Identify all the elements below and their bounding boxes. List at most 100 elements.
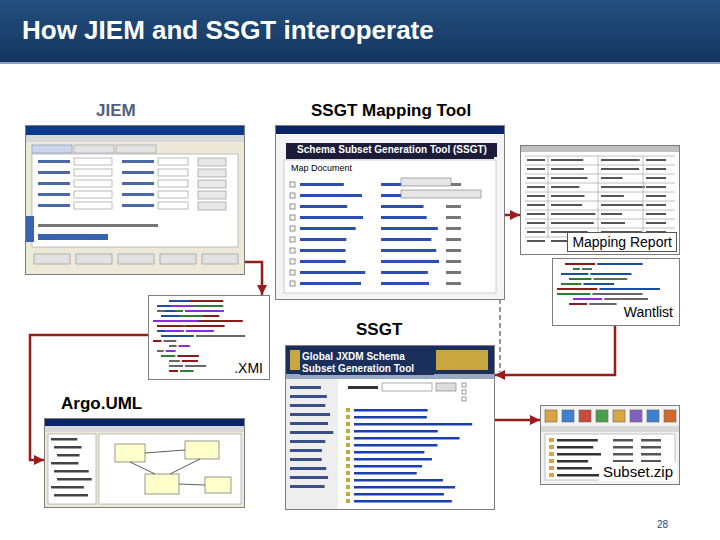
screen-detail bbox=[527, 231, 545, 233]
screen-detail bbox=[32, 154, 238, 247]
screen-detail bbox=[548, 156, 549, 237]
screen-detail bbox=[48, 434, 96, 504]
screen-detail bbox=[354, 451, 424, 454]
screen-detail bbox=[346, 408, 350, 412]
screen-detail bbox=[446, 271, 461, 274]
screen-detail bbox=[290, 386, 321, 389]
screen-detail bbox=[646, 168, 666, 170]
screen-detail bbox=[596, 410, 608, 422]
screen-detail bbox=[354, 437, 460, 440]
screen-detail bbox=[446, 238, 461, 241]
page-number: 28 bbox=[657, 519, 668, 531]
screen-detail bbox=[179, 484, 205, 485]
screen-detail bbox=[381, 260, 439, 263]
screen-detail bbox=[549, 459, 554, 463]
screen-detail bbox=[630, 410, 642, 422]
screen-detail bbox=[51, 486, 84, 489]
screen-detail bbox=[525, 192, 675, 193]
screen-detail bbox=[346, 429, 350, 433]
screen-detail bbox=[557, 446, 593, 449]
screen-banner: Global JXDM Schema Subset Generation Too… bbox=[300, 350, 434, 375]
screen-detail bbox=[551, 222, 594, 224]
screen-detail bbox=[462, 390, 466, 394]
screen-detail bbox=[346, 471, 350, 475]
screen-detail bbox=[590, 273, 631, 275]
screen-detail bbox=[346, 436, 350, 440]
screen-detail bbox=[381, 271, 428, 274]
screen-detail bbox=[551, 195, 584, 197]
screen-detail bbox=[381, 205, 424, 208]
screen-detail bbox=[346, 450, 350, 454]
screen-detail bbox=[601, 222, 625, 224]
screen-detail bbox=[26, 126, 244, 135]
screen-detail bbox=[592, 293, 642, 295]
screen-detail bbox=[346, 443, 350, 447]
screen-detail bbox=[290, 193, 295, 198]
screenshot-node: Subset.zip bbox=[540, 405, 680, 485]
screenshot-caption: Subset.zip bbox=[599, 462, 677, 481]
screen-detail bbox=[579, 410, 591, 422]
screen-detail bbox=[290, 204, 295, 209]
screen-detail bbox=[169, 370, 178, 372]
screen-detail bbox=[161, 335, 194, 337]
screen-detail bbox=[198, 169, 226, 177]
screen-detail bbox=[381, 282, 429, 285]
screen-detail bbox=[158, 191, 188, 198]
screen-detail bbox=[153, 340, 162, 342]
screen-detail bbox=[290, 431, 333, 434]
screen-detail bbox=[646, 186, 666, 188]
screen-detail bbox=[286, 346, 494, 509]
screen-text: Map Document bbox=[291, 163, 352, 173]
screen-detail bbox=[130, 462, 155, 474]
screen-detail bbox=[604, 298, 648, 300]
screen-detail bbox=[300, 260, 346, 263]
screen-detail bbox=[185, 441, 219, 459]
screen-detail bbox=[601, 213, 622, 215]
screen-detail bbox=[354, 416, 427, 419]
screen-detail bbox=[561, 273, 588, 275]
screen-detail bbox=[382, 383, 432, 391]
screen-detail bbox=[569, 303, 587, 305]
screen-detail bbox=[582, 268, 592, 270]
screen-detail bbox=[290, 440, 325, 443]
screen-detail bbox=[45, 426, 244, 432]
title-bar bbox=[0, 0, 720, 62]
screen-detail bbox=[346, 422, 350, 426]
screen-detail bbox=[354, 500, 452, 503]
screen-detail bbox=[198, 180, 226, 188]
flow-arrow bbox=[495, 326, 615, 375]
screenshot-caption: Mapping Report bbox=[567, 232, 677, 252]
title-rule bbox=[0, 62, 720, 64]
screen-detail bbox=[646, 195, 666, 197]
screen-detail bbox=[643, 156, 644, 237]
screenshot-caption: JIEM bbox=[96, 101, 136, 121]
screenshot-node: Wantlist bbox=[552, 258, 680, 326]
screen-detail bbox=[527, 213, 545, 215]
screen-detail bbox=[205, 477, 231, 493]
screen-detail bbox=[300, 282, 361, 285]
screen-detail bbox=[551, 186, 579, 188]
screen-detail bbox=[200, 320, 243, 322]
screen-detail bbox=[186, 330, 214, 332]
screen-detail bbox=[158, 180, 188, 187]
screen-detail bbox=[551, 159, 583, 161]
screen-detail bbox=[346, 415, 350, 419]
screen-detail bbox=[354, 493, 444, 496]
screen-detail bbox=[354, 472, 417, 475]
screen-detail bbox=[354, 486, 455, 489]
screen-detail bbox=[177, 355, 199, 357]
flow-arrow bbox=[495, 419, 540, 422]
screen-detail bbox=[557, 467, 592, 470]
screen-detail bbox=[549, 452, 554, 456]
screen-detail bbox=[641, 446, 661, 449]
screen-detail bbox=[290, 182, 295, 187]
screen-detail bbox=[38, 224, 158, 227]
screen-detail bbox=[557, 293, 590, 295]
screen-detail bbox=[446, 205, 461, 208]
screen-detail bbox=[521, 146, 679, 254]
screen-detail bbox=[300, 238, 346, 241]
screen-detail bbox=[561, 283, 581, 285]
screen-detail bbox=[601, 177, 623, 179]
screen-detail bbox=[646, 159, 666, 161]
screen-detail bbox=[122, 171, 154, 174]
